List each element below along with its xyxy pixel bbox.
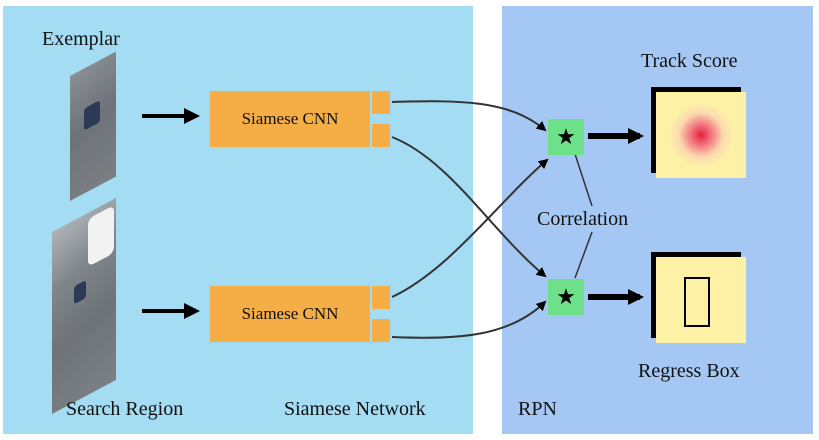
regress-box-rect (684, 277, 710, 327)
siamese-cnn-top-label: Siamese CNN (241, 109, 339, 128)
cnn-bottom-branch-cls (372, 286, 390, 309)
regress-box-label: Regress Box (638, 360, 740, 382)
correlation-operator-bottom: ★ (548, 279, 584, 315)
cnn-bottom-branch-reg (372, 319, 390, 342)
top-reg-to-box-arrow (391, 136, 547, 278)
correlation-label: Correlation (537, 208, 629, 230)
exemplar-label: Exemplar (42, 28, 120, 50)
siamese-network-label: Siamese Network (284, 398, 426, 420)
cnn-top-branch-reg (372, 124, 390, 147)
siamese-cnn-bottom-label: Siamese CNN (241, 304, 339, 323)
bottom-reg-to-box-arrow (391, 300, 547, 339)
rpn-panel (502, 6, 813, 434)
siamese-cnn-top: Siamese CNN (210, 91, 370, 147)
star-icon: ★ (556, 124, 576, 149)
track-score-label: Track Score (641, 50, 738, 72)
cnn-top-branch-cls (372, 91, 390, 114)
star-icon: ★ (556, 284, 576, 309)
siamese-cnn-bottom: Siamese CNN (210, 286, 370, 342)
correlation-connector-top (574, 153, 593, 207)
track-score-map (656, 92, 746, 178)
correlation-connector-bottom (574, 231, 593, 279)
top-cls-to-score-arrow (391, 100, 547, 132)
regress-box-map (656, 257, 746, 343)
search-region-label: Search Region (66, 398, 184, 420)
rpn-label: RPN (518, 398, 557, 420)
bottom-cls-to-score-arrow (391, 158, 549, 298)
correlation-operator-top: ★ (548, 119, 584, 155)
